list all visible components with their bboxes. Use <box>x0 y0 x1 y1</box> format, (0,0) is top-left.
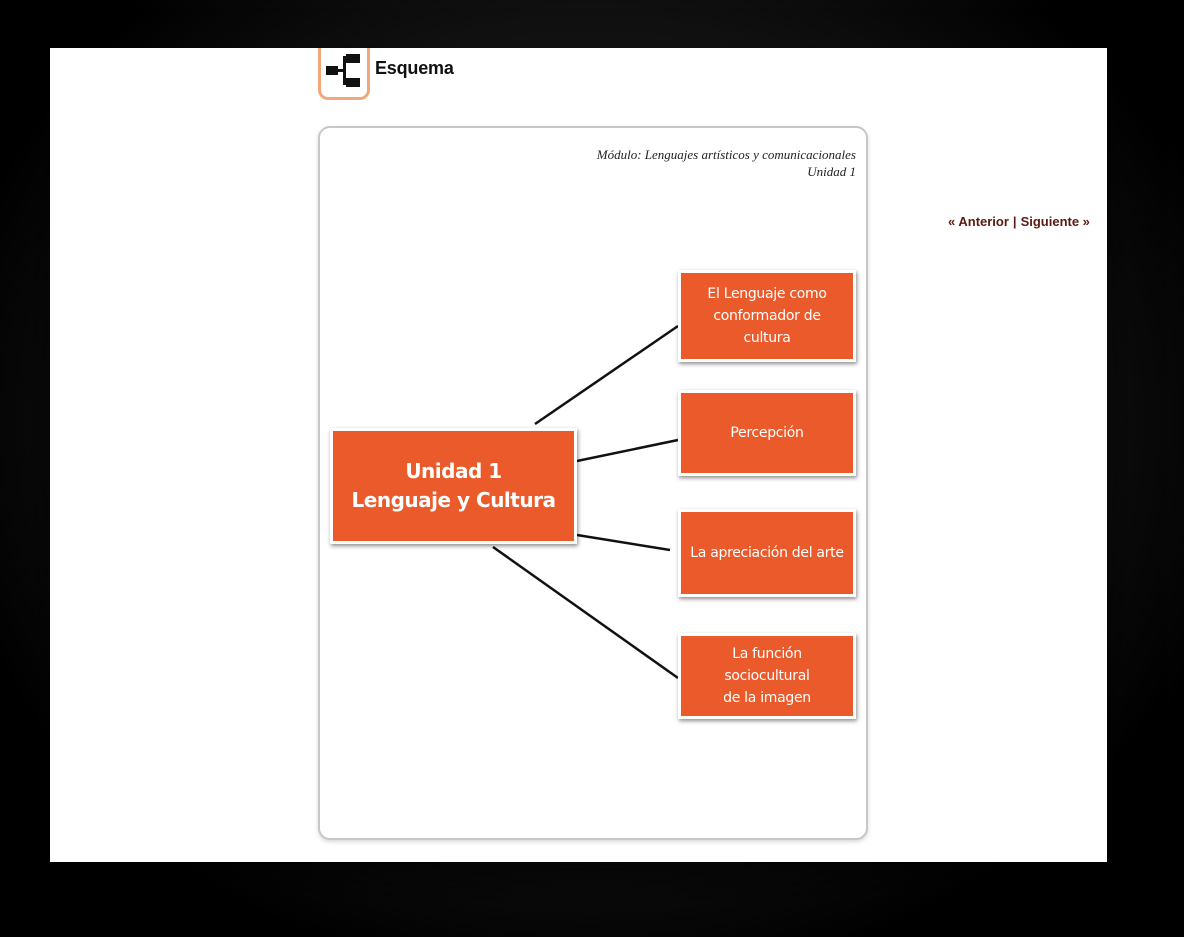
main-node: Unidad 1 Lenguaje y Cultura <box>330 428 577 544</box>
child-node-1: El Lenguaje como conformador de cultura <box>678 270 856 362</box>
connector-line-2 <box>576 438 679 463</box>
child-node-4-line2: de la imagen <box>723 690 811 706</box>
schema-icon-graphic <box>326 54 360 87</box>
schema-icon <box>318 48 370 100</box>
child-node-4: La función sociocultural de la imagen <box>678 633 856 719</box>
child-node-1-line2: conformador de cultura <box>713 308 821 346</box>
child-node-1-line1: El Lenguaje como <box>707 286 827 302</box>
previous-link[interactable]: « Anterior <box>948 214 1009 229</box>
header: Esquema <box>318 48 618 100</box>
child-node-3-line1: La apreciación del arte <box>690 545 844 561</box>
next-link[interactable]: Siguiente » <box>1020 214 1090 229</box>
module-caption: Módulo: Lenguajes artísticos y comunicac… <box>597 146 856 180</box>
page-title: Esquema <box>375 58 454 78</box>
child-node-3: La apreciación del arte <box>678 509 856 597</box>
connector-line-1 <box>534 324 679 426</box>
nav-separator: | <box>1012 214 1017 229</box>
child-node-2-line1: Percepción <box>730 425 804 441</box>
child-node-2: Percepción <box>678 390 856 476</box>
main-node-line1: Unidad 1 <box>405 459 502 483</box>
diagram-card: Módulo: Lenguajes artísticos y comunicac… <box>318 126 868 840</box>
connector-line-4 <box>492 545 679 680</box>
child-node-4-line1: La función sociocultural <box>724 646 810 684</box>
module-name: Módulo: Lenguajes artísticos y comunicac… <box>596 147 856 162</box>
connector-lines <box>492 324 679 680</box>
unit-name: Unidad 1 <box>807 164 856 179</box>
connector-line-3 <box>576 533 671 552</box>
main-node-line2: Lenguaje y Cultura <box>351 488 556 512</box>
pagination-nav: « Anterior|Siguiente » <box>948 214 1090 229</box>
